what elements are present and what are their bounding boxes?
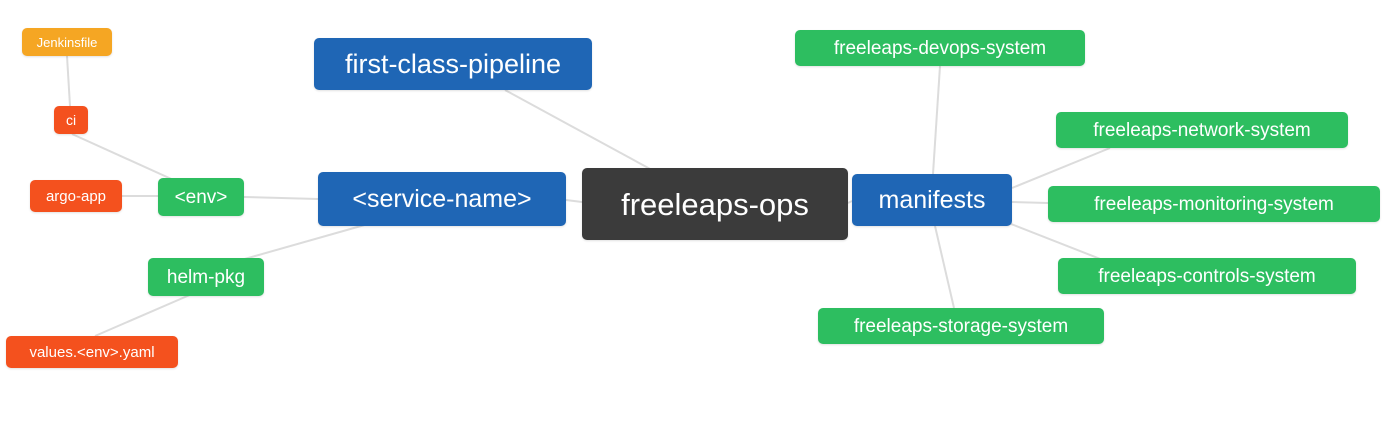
node-helm-pkg[interactable]: helm-pkg [148, 258, 264, 296]
node-freeleaps-network-system[interactable]: freeleaps-network-system [1056, 112, 1348, 148]
edge-manifests-monitoring [1011, 201, 1049, 204]
edge-manifests-network [1011, 147, 1111, 189]
node-env[interactable]: <env> [158, 178, 244, 216]
edge-fcp-freeleaps-ops [504, 89, 653, 171]
edge-service-name-ops [565, 199, 583, 203]
edge-manifests-controls [1005, 221, 1109, 263]
edge-manifests-devops [932, 65, 941, 175]
edge-manifests-storage [934, 225, 955, 309]
edge-ops-manifests [847, 200, 853, 204]
node-argo-app[interactable]: argo-app [30, 180, 122, 212]
node-freeleaps-storage-system[interactable]: freeleaps-storage-system [818, 308, 1104, 344]
node-freeleaps-ops[interactable]: freeleaps-ops [582, 168, 848, 240]
node-freeleaps-controls-system[interactable]: freeleaps-controls-system [1058, 258, 1356, 294]
node-manifests[interactable]: manifests [852, 174, 1012, 226]
node-values-env-yaml[interactable]: values.<env>.yaml [6, 336, 178, 368]
edge-values-helm-pkg [94, 293, 193, 337]
node-freeleaps-devops-system[interactable]: freeleaps-devops-system [795, 30, 1085, 66]
node-freeleaps-monitoring-system[interactable]: freeleaps-monitoring-system [1048, 186, 1380, 222]
node-ci[interactable]: ci [54, 106, 88, 134]
edge-env-service-name [243, 196, 319, 200]
node-service-name[interactable]: <service-name> [318, 172, 566, 226]
edge-helm-pkg-service-name [233, 223, 369, 263]
node-first-class-pipeline[interactable]: first-class-pipeline [314, 38, 592, 90]
edge-jenkinsfile-ci [66, 55, 71, 107]
edge-ci-env [71, 133, 179, 183]
node-jenkinsfile[interactable]: Jenkinsfile [22, 28, 112, 56]
